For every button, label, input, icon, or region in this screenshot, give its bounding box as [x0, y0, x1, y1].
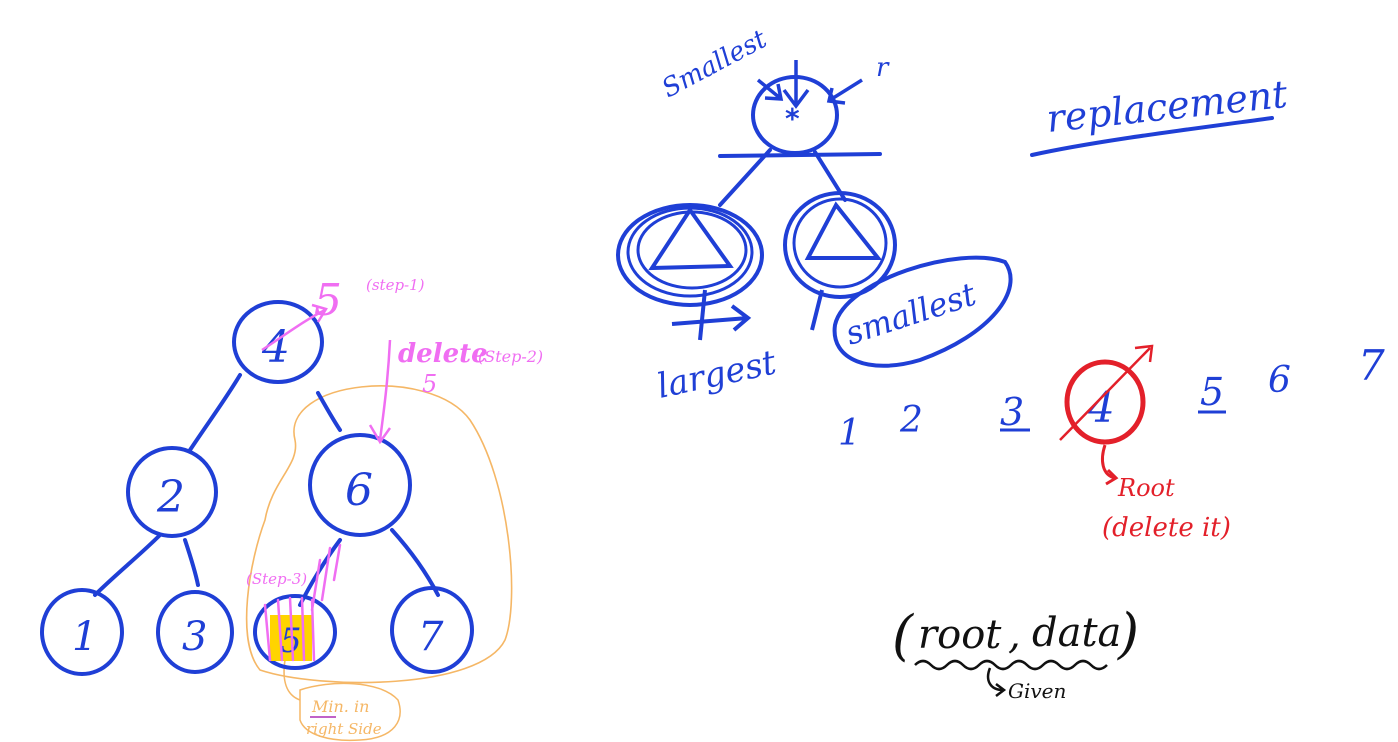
concept-root-mark: * [785, 102, 800, 135]
delete-label: delete [398, 339, 488, 369]
given-label: Given [1008, 679, 1066, 703]
given-arrow [986, 667, 1007, 697]
edge-4-6 [316, 391, 342, 432]
seq-5: 5 [1200, 370, 1224, 414]
seq-6: 6 [1268, 360, 1291, 401]
smallest-top-label: Smallest [657, 24, 772, 104]
bst-diagram: 4 5 2 6 1 3 5 [40, 275, 543, 742]
left-subtree [616, 203, 764, 307]
largest-pointer [698, 289, 707, 341]
tree-node-2: 2 [126, 446, 218, 538]
min-in-label: Min. in [311, 697, 369, 716]
node-3-value: 3 [182, 614, 207, 660]
concept-arrow-right [826, 78, 863, 105]
signature-data: data [1032, 610, 1121, 656]
tree-node-6: 6 [308, 433, 412, 537]
node-1-value: 1 [72, 614, 97, 660]
signature-close-paren: ) [1117, 602, 1139, 665]
concept-arrow-center [782, 60, 810, 109]
right-side-label: right Side [306, 720, 382, 738]
signature-root: root [918, 612, 1002, 658]
root-replace-arrow [261, 308, 326, 352]
signature-squiggle [914, 659, 1108, 671]
signature-comma: , [1008, 612, 1021, 658]
seq-2: 2 [899, 400, 923, 441]
node-5-value: 5 [280, 621, 302, 661]
min-callout-bubble [299, 682, 401, 742]
function-signature: ( root , data ) Given [892, 602, 1139, 703]
concept-arrow-left [756, 78, 784, 101]
seq-4-strike-arrow [1059, 344, 1154, 441]
tree-node-5: 5 [253, 543, 342, 670]
replacement-underline [1030, 116, 1274, 157]
node-7-value: 7 [418, 614, 444, 660]
replaced-value: 5 [314, 275, 342, 326]
strike-marks [263, 543, 342, 662]
seq-7: 7 [1358, 341, 1385, 390]
sequence-row: 1 2 3 4 5 6 7 Root (delete it) [838, 341, 1385, 543]
step-3-label: (Step-3) [246, 570, 307, 588]
seq-1: 1 [838, 413, 861, 454]
root-callout-arrow [1101, 444, 1119, 486]
seq-4-circle [1064, 359, 1146, 445]
r-label: r [876, 53, 890, 83]
smallest-pointer [810, 289, 824, 331]
concept-bar [718, 152, 882, 158]
concept-edge-left [718, 148, 772, 207]
tree-node-root: 4 5 [232, 275, 342, 384]
delete-value: 5 [422, 370, 437, 398]
smallest-bubble [832, 255, 1013, 368]
node-6-value: 6 [345, 465, 373, 516]
edge-2-3 [183, 538, 200, 587]
signature-open-paren: ( [892, 604, 915, 667]
right-subtree [783, 191, 897, 299]
concept-diagram: Smallest r * largest smallest replacemen [616, 24, 1290, 407]
right-subtree-highlight [245, 385, 513, 684]
edge-4-2 [188, 373, 242, 452]
node-2-value: 2 [156, 472, 185, 523]
right-subtree-triangle [804, 201, 883, 260]
largest-label: largest [654, 343, 780, 407]
seq-3: 3 [1000, 390, 1024, 434]
largest-arrow [671, 304, 752, 332]
tree-node-1: 1 [40, 588, 124, 676]
step-1-label: (step-1) [366, 276, 425, 294]
tree-node-7: 7 [390, 586, 474, 674]
edge-6-7 [390, 528, 440, 597]
edge-2-1 [93, 533, 162, 597]
delete-arrow [378, 339, 392, 441]
tree-node-3: 3 [156, 590, 234, 674]
root-replace-arrowhead [311, 303, 328, 323]
left-subtree-triangle [648, 206, 734, 271]
delete-arrowhead [368, 424, 392, 445]
delete-it-label: (delete it) [1102, 513, 1231, 543]
step-2-label: (Step-2) [478, 347, 543, 366]
root-callout-label: Root [1117, 474, 1175, 502]
